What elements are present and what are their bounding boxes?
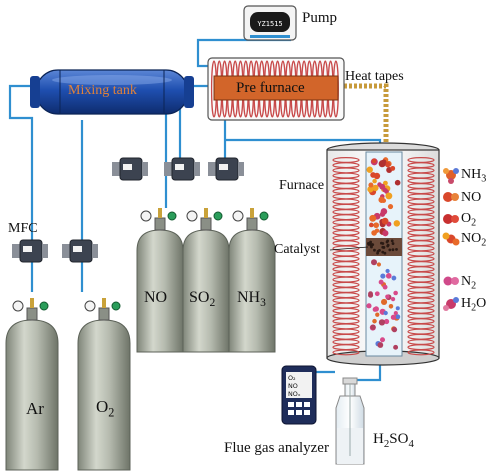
h2so4-label: H2SO4: [373, 431, 414, 450]
furnace: [326, 142, 440, 366]
gas-cylinder-ar: [5, 298, 59, 471]
mfc-label: MFC: [8, 221, 38, 236]
heat-tapes-label: Heat tapes: [345, 69, 404, 84]
gas-cylinder-nh3: [228, 208, 276, 353]
pre-furnace-label: Pre furnace: [236, 80, 305, 96]
legend-label-h2o: H2O: [461, 296, 487, 314]
pre-furnace: [207, 57, 345, 121]
analyzer-screen-o2: O₂: [288, 374, 296, 382]
mfc-unit-nh3: [208, 157, 244, 181]
mfc-unit-no: [112, 157, 148, 181]
h2so4-absorption-bottle: [335, 377, 365, 465]
ar-line: [8, 84, 34, 292]
legend-label-n2: N2: [461, 274, 477, 292]
pump-label: Pump: [302, 10, 338, 26]
flue-gas-analyzer: O₂ NO NOₓ: [281, 365, 317, 425]
flue-gas-analyzer-label: Flue gas analyzer: [224, 440, 329, 456]
legend-molecule-icon-o2: [443, 214, 459, 224]
legend-label-o2: O2: [461, 211, 477, 229]
cylinder-label-o2: O2: [96, 397, 115, 420]
mfc-unit-o2: [62, 239, 98, 263]
catalyst-pointer: [329, 246, 369, 251]
heat-tape: [344, 83, 389, 152]
analyzer-screen-nox: NOₓ: [288, 390, 301, 398]
legend-molecule-icon-no2: [442, 232, 460, 246]
analyzer-screen-no: NO: [288, 382, 298, 390]
mfc-unit-ar: [12, 239, 48, 263]
legend-label-nh3: NH3: [461, 167, 487, 185]
furnace-label: Furnace: [279, 178, 325, 193]
gas-cylinder-o2: [77, 298, 131, 471]
mixing-tank-label: Mixing tank: [68, 83, 137, 98]
pump-display-text: YZ1515: [257, 20, 282, 28]
mixing-tank: [30, 69, 194, 115]
legend-molecule-icon-n2: [443, 276, 459, 286]
no-line: [118, 100, 168, 208]
pump: YZ1515: [243, 5, 297, 41]
legend-label-no: NO: [461, 190, 482, 205]
legend-label-no2: NO2: [461, 231, 487, 249]
legend-molecules: [442, 168, 460, 311]
catalyst-label: Catalyst: [274, 242, 320, 257]
cylinder-label-no: NO: [144, 289, 168, 306]
cylinder-label-nh3: NH3: [237, 289, 266, 310]
gas-cylinder-no: [136, 208, 184, 353]
cylinder-label-so2: SO2: [189, 289, 216, 310]
cylinder-label-ar: Ar: [26, 399, 44, 418]
legend-molecule-icon-nh3: [443, 168, 459, 184]
gas-cylinder-so2: [182, 208, 230, 353]
legend-molecule-icon-no: [443, 192, 459, 202]
mfc-unit-so2: [164, 157, 200, 181]
legend-molecule-icon-h2o: [443, 297, 459, 311]
